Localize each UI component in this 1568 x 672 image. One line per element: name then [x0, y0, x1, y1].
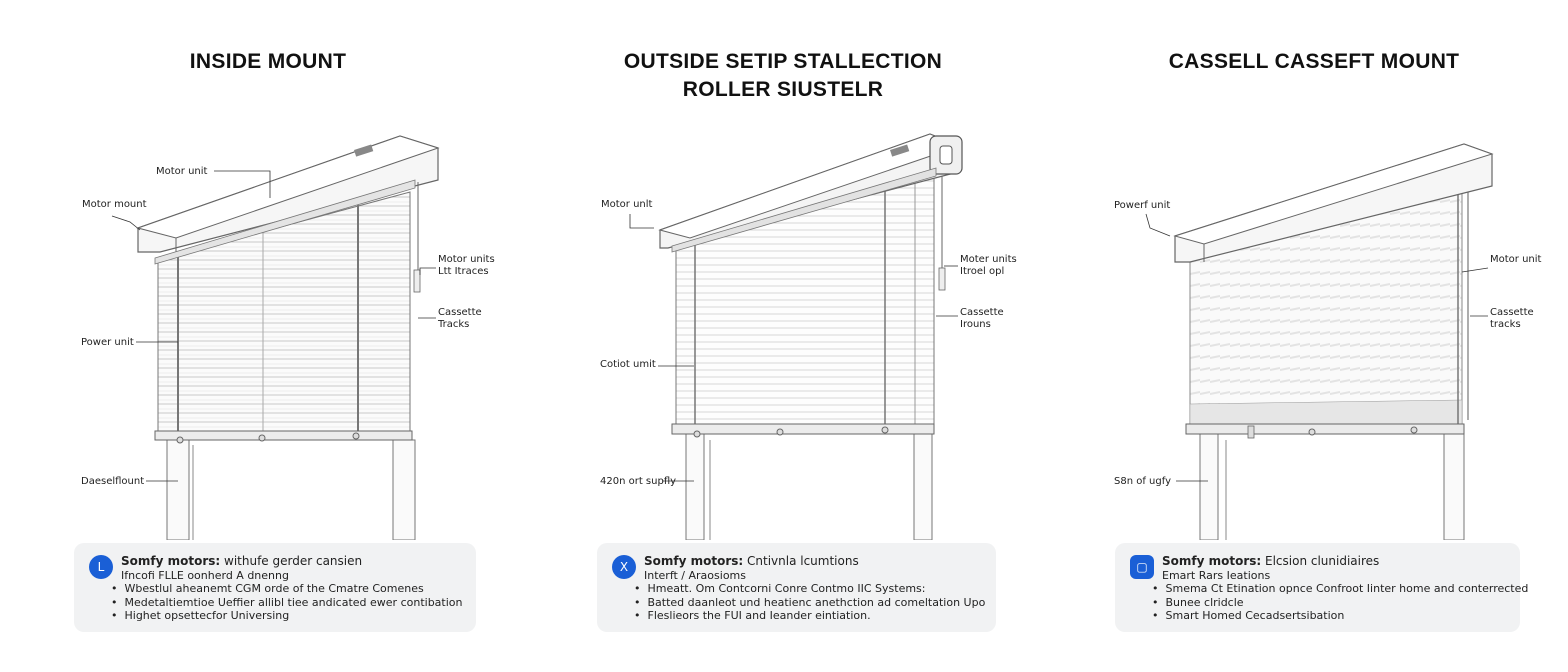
info-heading-bold: Somfy motors: — [121, 554, 221, 568]
info-bullet: Wbestlul aheanemt CGM orde of the Cmatre… — [121, 582, 462, 596]
title-line: CASSELL CASSEFT MOUNT — [1168, 50, 1460, 73]
info-subheading: Ifncofi FLLE oonherd A dnenng — [121, 569, 289, 582]
info-box-outside-mount: X Somfy motors: Cntivnla lcumtions Inter… — [597, 543, 996, 632]
label-motor-units-2: Itroel opl — [960, 266, 1004, 277]
info-bullet: Hmeatt. Om Contcorni Conre Contmo IIC Sy… — [644, 582, 982, 596]
label-motor-unit: Motor unit — [1490, 254, 1542, 265]
outside-mount-diagram: Motor unlt Moter units Itroel opl Casset… — [600, 133, 1017, 540]
label-supply: S8n of ugfy — [1114, 476, 1171, 487]
right-post — [913, 429, 933, 540]
panel-title-outside-mount: OUTSIDE SETIP STALLECTION ROLLER SIUSTEL… — [583, 48, 983, 104]
info-bullet: Fleslieors the FUI and Ieander eintiatio… — [644, 609, 982, 623]
tablet-icon: ▢ — [1130, 555, 1154, 579]
info-bullet: Smema Ct Etination opnce Confroot Iinter… — [1162, 582, 1529, 596]
info-box-cassette-mount: ▢ Somfy motors: Elcsion clunidiaires Ema… — [1115, 543, 1529, 632]
right-post — [1443, 427, 1465, 540]
info-subheading: Interft / Araosioms — [644, 569, 746, 582]
title-line: OUTSIDE SETIP STALLECTION — [623, 50, 943, 73]
info-box-inside-mount: L Somfy motors: withufe gerder cansien I… — [74, 543, 476, 632]
label-motor-units: Moter units — [960, 254, 1017, 265]
label-motor-units-2: Ltt Itraces — [438, 266, 489, 277]
info-bullets: Wbestlul aheanemt CGM orde of the Cmatre… — [121, 582, 463, 623]
check-circle-icon: L — [89, 555, 113, 579]
label-cassette: Cassette — [1490, 307, 1534, 318]
info-bullet: Bunee clridcle — [1162, 596, 1506, 610]
cassette-mount-diagram: Powerf unit Motor unit Cassette tracks S… — [1114, 143, 1542, 540]
panel-title-inside-mount: INSIDE MOUNT — [118, 48, 418, 76]
label-tracks: Tracks — [437, 319, 469, 330]
label-motor-unit: Motor unit — [156, 166, 208, 177]
bottom-rail — [1185, 423, 1465, 435]
bottom-rail — [154, 430, 413, 441]
right-post — [392, 439, 416, 540]
x-circle-icon: X — [612, 555, 636, 579]
info-heading: Somfy motors: Elcsion clunidiaires — [1162, 554, 1506, 569]
info-bullets: Hmeatt. Om Contcorni Conre Contmo IIC Sy… — [644, 582, 986, 623]
title-line: ROLLER SIUSTELR — [682, 78, 884, 101]
info-subheading: Emart Rars Ieations — [1162, 569, 1271, 582]
inside-mount-diagram: Motor unit Motor mount Motor units Ltt I… — [81, 135, 495, 540]
info-bullet: Batted daanleot und heatienc anethction … — [644, 596, 986, 610]
label-power-unit: Power unit — [81, 337, 134, 348]
label-supply: 420n ort supfly — [600, 476, 676, 487]
info-bullet: Smart Homed Cecadsertsibation — [1162, 609, 1506, 623]
label-cassette: Cassette — [960, 307, 1004, 318]
info-bullet: Highet opsettecfor Universing — [121, 609, 462, 623]
bottom-rail — [671, 423, 935, 435]
label-motor-unit: Motor unlt — [601, 199, 653, 210]
info-heading-rest: withufe gerder cansien — [220, 554, 363, 568]
label-motor-units: Motor units — [438, 254, 495, 265]
info-heading-bold: Somfy motors: — [644, 554, 744, 568]
left-post — [685, 433, 705, 540]
label-control-unit: Cotiot umit — [600, 359, 656, 370]
info-heading-rest: Cntivnla lcumtions — [743, 554, 859, 568]
info-heading-bold: Somfy motors: — [1162, 554, 1262, 568]
info-bullets: Smema Ct Etination opnce Confroot Iinter… — [1162, 582, 1529, 623]
info-bullet: Medetaltiemtioe Ueffier allibl tiee andi… — [121, 596, 463, 610]
left-post — [166, 439, 190, 540]
left-post — [1199, 431, 1219, 540]
label-tracks: tracks — [1490, 319, 1521, 330]
installation-diagrams: Motor unit Motor mount Motor units Ltt I… — [81, 133, 1542, 540]
panel-title-cassette-mount: CASSELL CASSEFT MOUNT — [1134, 48, 1494, 76]
title-line: INSIDE MOUNT — [189, 50, 347, 73]
label-power-unit: Powerf unit — [1114, 200, 1170, 211]
info-heading: Somfy motors: Cntivnla lcumtions — [644, 554, 982, 569]
info-heading: Somfy motors: withufe gerder cansien — [121, 554, 462, 569]
label-motor-mount: Motor mount — [82, 199, 147, 210]
label-tracks: Irouns — [960, 319, 991, 330]
label-bottom-mount: Daeselflount — [81, 476, 144, 487]
label-cassette: Cassette — [438, 307, 482, 318]
info-heading-rest: Elcsion clunidiaires — [1261, 554, 1380, 568]
